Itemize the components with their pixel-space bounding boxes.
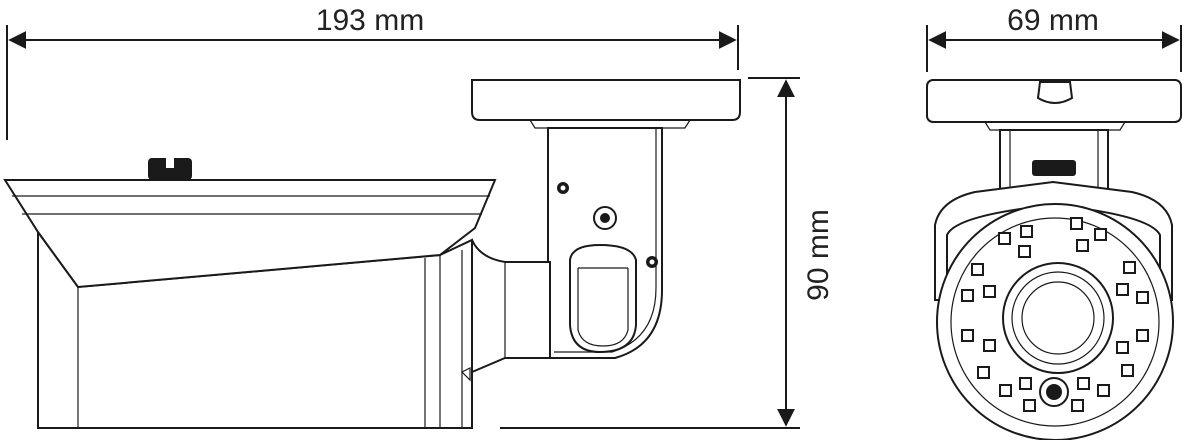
ir-led-array	[961, 217, 1149, 412]
ir-led	[1097, 384, 1110, 397]
ir-led	[1121, 364, 1134, 377]
ir-led	[1023, 399, 1036, 412]
ir-led	[1071, 399, 1084, 412]
ir-led	[961, 289, 974, 302]
ir-led	[1116, 283, 1129, 296]
ir-led	[1018, 245, 1031, 258]
ir-led	[961, 329, 974, 342]
ir-led	[971, 263, 984, 276]
ir-led	[1136, 291, 1149, 304]
ir-led	[1094, 228, 1107, 241]
width-dimension: 69 mm	[926, 4, 1182, 72]
front-mount-tab	[1036, 81, 1074, 104]
ir-led	[998, 232, 1011, 245]
length-label: 193 mm	[316, 4, 424, 37]
length-dimension: 193 mm	[6, 4, 739, 140]
sun-shield	[3, 179, 497, 289]
shield-screw	[148, 158, 192, 180]
camera-side-view	[3, 79, 741, 429]
ir-led	[983, 339, 996, 352]
housing-neck	[471, 239, 551, 374]
mount-plate	[471, 79, 741, 121]
height-label: 90 mm	[802, 209, 835, 301]
height-dimension: 90 mm	[500, 77, 835, 429]
ir-led	[1019, 377, 1032, 390]
ir-led	[983, 285, 996, 298]
camera-front-view	[926, 79, 1182, 440]
ir-led	[1020, 225, 1033, 238]
front-sun-shield	[934, 180, 1173, 301]
ir-led	[1123, 261, 1136, 274]
ir-led	[1076, 239, 1089, 252]
ir-led	[1070, 217, 1083, 230]
lens-outer	[1002, 262, 1114, 374]
swivel-joint	[569, 243, 637, 354]
ir-led	[1136, 329, 1149, 342]
width-label: 69 mm	[1007, 4, 1099, 37]
ir-led	[1116, 341, 1129, 354]
ir-led	[999, 384, 1012, 397]
ir-led	[977, 366, 990, 379]
front-shield-screw	[1032, 160, 1076, 176]
ir-led	[1077, 377, 1090, 390]
